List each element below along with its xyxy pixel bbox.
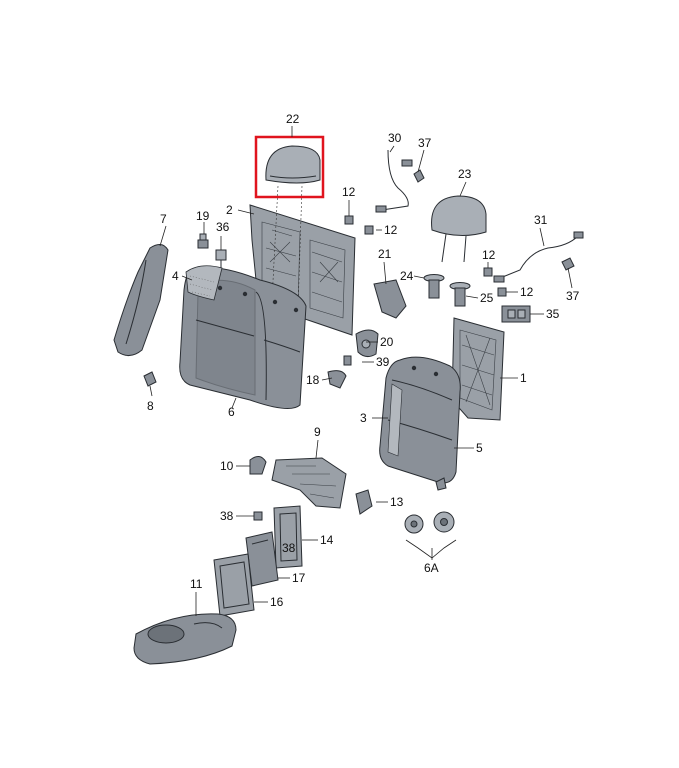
- button-stitch: [217, 285, 223, 291]
- callout-35: 35: [546, 307, 560, 321]
- button-stitch: [272, 299, 278, 305]
- callout-14: 14: [320, 533, 334, 547]
- callout-2: 2: [226, 203, 233, 217]
- cover-14: [273, 505, 303, 569]
- screw-12: [364, 225, 374, 235]
- callout-12d: 12: [520, 285, 534, 299]
- callout-13: 13: [390, 495, 404, 509]
- clip-18: [327, 370, 347, 389]
- cable-end: [375, 205, 387, 213]
- callout-37a: 37: [418, 136, 432, 150]
- screw-12: [497, 287, 507, 297]
- callout-24: 24: [400, 269, 414, 283]
- bracket-6a: [405, 539, 457, 559]
- callout-30: 30: [388, 131, 402, 145]
- callout-3: 3: [360, 411, 367, 425]
- screw-19: [197, 233, 209, 249]
- callout-19: 19: [196, 209, 210, 223]
- callout-6a: 6A: [424, 561, 439, 575]
- latch-21: [373, 279, 407, 319]
- callout-8: 8: [147, 399, 154, 413]
- side-trim-7: [113, 244, 169, 356]
- callout-18: 18: [306, 373, 320, 387]
- callout-12b: 12: [384, 223, 398, 237]
- cap-6a-2: [433, 511, 455, 533]
- callout-16: 16: [270, 595, 284, 609]
- callout-36: 36: [216, 220, 230, 234]
- callout-25: 25: [480, 291, 494, 305]
- cable-30: [381, 149, 409, 211]
- guide-line: [297, 185, 303, 311]
- callout-37b: 37: [566, 289, 580, 303]
- side-bolster-4: [185, 265, 223, 301]
- button-stitch: [242, 291, 248, 297]
- cable-end: [493, 275, 505, 283]
- clip-37: [413, 169, 425, 183]
- button-stitch: [433, 371, 439, 377]
- callout-labels: 22 2 4 7 8 19 36 6 30 37 12 12 23 21 24 …: [147, 112, 580, 609]
- screw-12: [344, 215, 354, 225]
- callout-23: 23: [458, 167, 472, 181]
- callout-22: 22: [286, 112, 300, 126]
- headrest-22: [265, 145, 321, 184]
- clip-5: [435, 477, 447, 491]
- callout-6: 6: [228, 405, 235, 419]
- callout-38b: 38: [282, 541, 296, 555]
- leader-lines: [149, 126, 573, 616]
- callout-31: 31: [534, 213, 548, 227]
- callout-11: 11: [190, 577, 203, 591]
- bolster-texture: [189, 275, 215, 297]
- callout-7: 7: [160, 212, 167, 226]
- guide-sleeve-25: [449, 282, 471, 307]
- callout-17: 17: [292, 571, 306, 585]
- callout-1: 1: [520, 371, 527, 385]
- callout-39: 39: [376, 355, 390, 369]
- callout-20: 20: [380, 335, 394, 349]
- callout-4: 4: [172, 269, 179, 283]
- callout-21: 21: [378, 247, 392, 261]
- highlight-box: [254, 135, 325, 199]
- bracket-10: [249, 456, 267, 475]
- frame-16: [213, 553, 255, 617]
- callout-10: 10: [220, 459, 234, 473]
- clip-8: [143, 371, 157, 387]
- cable-connector: [573, 231, 584, 239]
- backrest-cushion-right: [379, 356, 461, 484]
- screw-38: [253, 511, 263, 521]
- button-stitch: [293, 307, 299, 313]
- backrest-frame-right: [451, 317, 505, 421]
- bushing-36: [215, 249, 227, 268]
- armrest-bracket-9: [271, 457, 347, 509]
- screw-39: [343, 355, 352, 366]
- guide-sleeve-24: [423, 274, 445, 299]
- callout-38a: 38: [220, 509, 234, 523]
- bracket-20: [355, 329, 379, 358]
- armrest-11: [133, 613, 237, 665]
- side-bolster: [387, 383, 403, 457]
- button-stitch: [411, 365, 417, 371]
- screw-12: [483, 267, 493, 277]
- clip-37: [561, 257, 575, 271]
- headrest-23: [431, 195, 487, 263]
- clip-13: [355, 489, 373, 515]
- callout-9: 9: [314, 425, 321, 439]
- callout-12a: 12: [342, 185, 356, 199]
- cable-31: [499, 235, 579, 279]
- backrest-cushion-left: [179, 267, 307, 410]
- switch-35: [501, 305, 531, 323]
- guide-line: [271, 185, 279, 301]
- callout-5: 5: [476, 441, 483, 455]
- cable-connector: [401, 159, 413, 167]
- callout-12c: 12: [482, 248, 496, 262]
- cap-6a-1: [404, 514, 424, 534]
